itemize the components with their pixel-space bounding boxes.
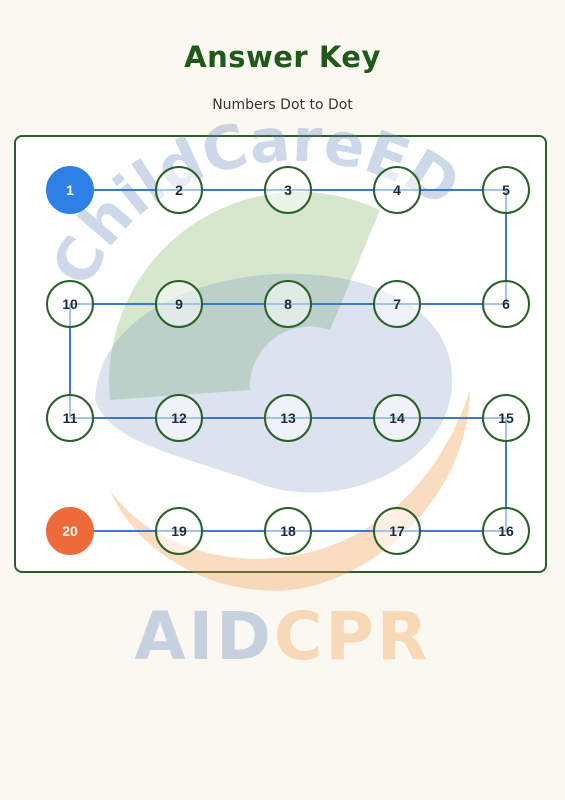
dot-number: 14 [389,410,405,426]
dot-circle [264,166,312,214]
dot-circle [373,507,421,555]
dot-17[interactable]: 17 [373,507,421,555]
dot-circle [373,394,421,442]
dot-5[interactable]: 5 [482,166,530,214]
dot-4[interactable]: 4 [373,166,421,214]
dot-circle [373,166,421,214]
watermark-logo: ChildCareED [39,105,472,591]
dot-6[interactable]: 6 [482,280,530,328]
dot-circle [155,507,203,555]
dot-number: 13 [280,410,296,426]
dot-number: 18 [280,523,296,539]
dot-number: 19 [171,523,187,539]
dot-number: 11 [63,410,78,426]
dot-8[interactable]: 8 [264,280,312,328]
dot-9[interactable]: 9 [155,280,203,328]
dot-number: 8 [284,296,292,312]
dot-20[interactable]: 20 [46,507,94,555]
dot-12[interactable]: 12 [155,394,203,442]
dot-circle [46,166,94,214]
dot-14[interactable]: 14 [373,394,421,442]
dot-number: 1 [66,182,74,198]
dot-19[interactable]: 19 [155,507,203,555]
dot-number: 16 [498,523,514,539]
dot-circle [155,280,203,328]
dot-circle [482,507,530,555]
dot-circle [482,394,530,442]
dot-circle [46,394,94,442]
watermark-aid: AID [134,598,274,675]
dot-number: 10 [62,296,78,312]
dot-10[interactable]: 10 [46,280,94,328]
dot-circle [264,280,312,328]
dot-number: 15 [498,410,514,426]
dot-number: 12 [171,410,187,426]
dot-number: 2 [175,182,183,198]
dot-15[interactable]: 15 [482,394,530,442]
dot-1[interactable]: 1 [46,166,94,214]
dot-11[interactable]: 11 [46,394,94,442]
dot-18[interactable]: 18 [264,507,312,555]
dot-number: 5 [502,182,510,198]
dot-number: 7 [393,296,401,312]
dot-circle [46,280,94,328]
dot-number: 3 [284,182,292,198]
dot-circle [482,166,530,214]
dot-circle [264,507,312,555]
page-subtitle: Numbers Dot to Dot [212,97,353,113]
dot-number: 17 [389,523,405,539]
dot-number: 4 [393,182,401,198]
dot-circle [46,507,94,555]
dot-circle [155,166,203,214]
dot-2[interactable]: 2 [155,166,203,214]
dot-number: 9 [175,296,183,312]
dot-3[interactable]: 3 [264,166,312,214]
dot-circle [482,280,530,328]
dot-number: 6 [502,296,510,312]
watermark-green-shape [109,191,380,400]
dot-13[interactable]: 13 [264,394,312,442]
watermark-cpr: CPR [273,598,431,675]
dot-circle [155,394,203,442]
page-title: Answer Key [184,40,381,74]
dot-circle [264,394,312,442]
dot-7[interactable]: 7 [373,280,421,328]
watermark-bottom-text: AIDCPR [0,598,565,675]
dot-number: 20 [62,523,78,539]
dot-16[interactable]: 16 [482,507,530,555]
dot-circle [373,280,421,328]
